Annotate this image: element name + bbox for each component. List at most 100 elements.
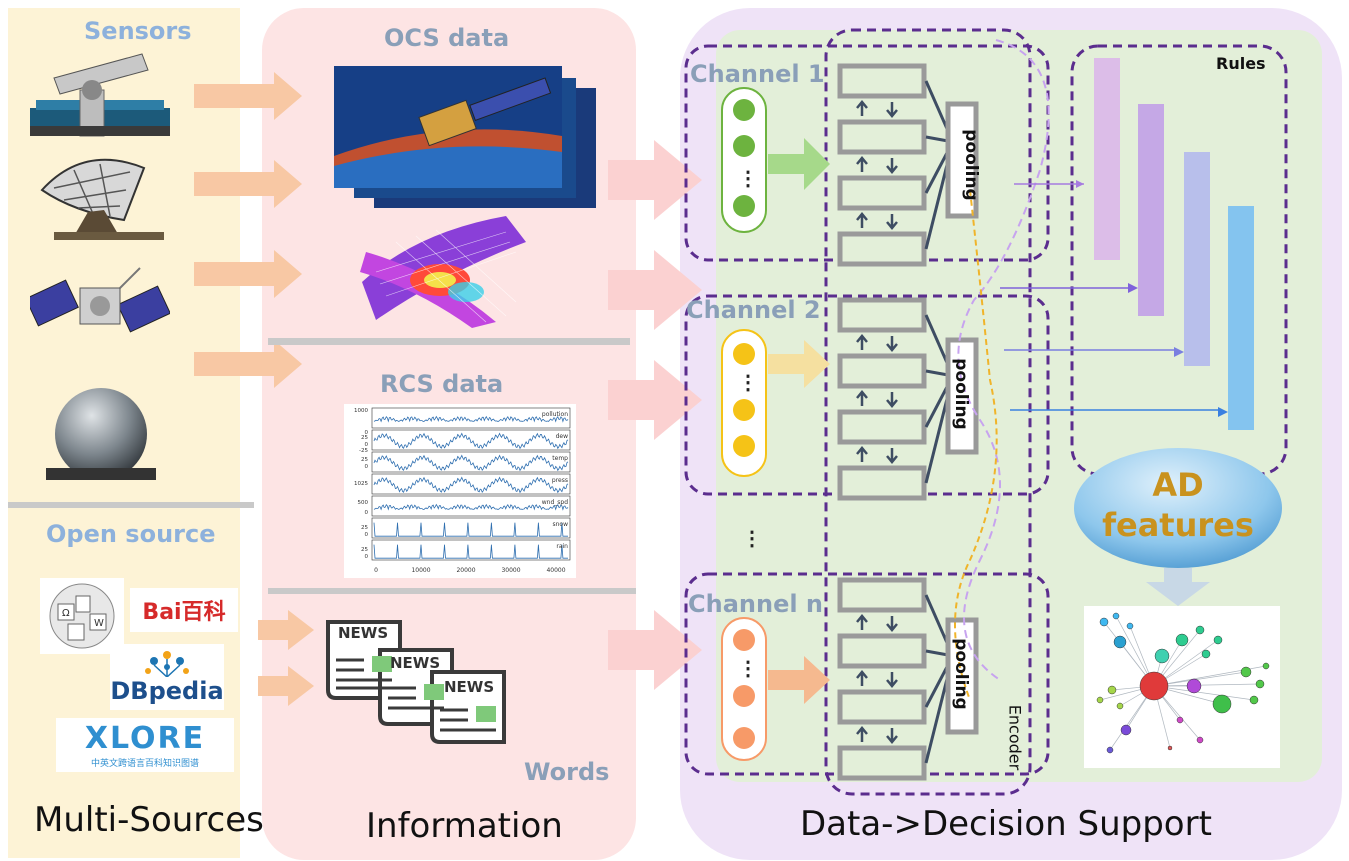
rules-box (1070, 44, 1288, 476)
graph-node (1175, 633, 1189, 647)
svg-text:Ω: Ω (62, 608, 70, 619)
rcs-ytick: 1000 (354, 408, 368, 414)
encoder-block (837, 465, 927, 501)
graph-edge (1153, 685, 1255, 701)
encoder-up-arrow (856, 726, 868, 742)
rcs-ytick: -25 (359, 448, 368, 454)
encoder-block (837, 175, 927, 211)
graph-node (1255, 679, 1265, 689)
ad-features-ellipse (1074, 448, 1282, 568)
rcs-series-pollution (373, 415, 569, 423)
encoder-block (837, 63, 927, 99)
rcs-xtick: 0 (374, 567, 378, 574)
encoder-link (924, 674, 950, 764)
rcs-series-temp (373, 454, 569, 472)
encoder-block (837, 633, 927, 669)
rule-bar-3 (1184, 152, 1210, 366)
graph-node (1096, 696, 1104, 704)
encoder-block (837, 745, 927, 781)
xlore-subtitle: 中英文跨语言百科知识图谱 (90, 759, 199, 769)
rcs-series-label-snow: snow (552, 521, 568, 528)
information-title: Information (366, 806, 563, 846)
graph-node (1120, 724, 1132, 736)
graph-node (1112, 612, 1120, 620)
pooling-label-2: pooling (951, 358, 971, 430)
info-divider-1 (268, 338, 630, 345)
rcs-panel-rain (371, 539, 571, 561)
encoder-box (824, 28, 1032, 796)
encoder-down-arrow (886, 448, 898, 464)
pooling-label-1: pooling (961, 129, 981, 201)
sensor-radar-dish-icon (40, 158, 164, 240)
rcs-ytick: 25 (361, 435, 368, 441)
news-paper-3 (430, 670, 506, 744)
channel-1-box (684, 44, 1050, 262)
rcs-series-label-pollution: pollution (542, 411, 568, 418)
graph-node (1107, 685, 1117, 695)
graph-edge (1153, 671, 1247, 687)
encoder-up-arrow (856, 614, 868, 630)
open-source-label: Open source (46, 520, 216, 548)
dbpedia-logo: DBpedia (110, 644, 224, 710)
rcs-ytick: 0 (365, 464, 369, 470)
sensor-arrows (194, 72, 302, 388)
rcs-panel-press (371, 473, 571, 495)
encoder-block (837, 409, 927, 445)
encoder-link (925, 369, 949, 377)
baidu-baike-logo: Bai百科 (130, 588, 238, 632)
encoder-link (924, 384, 950, 428)
graph-node (1113, 635, 1127, 649)
multi-sources-title: Multi-Sources (34, 800, 264, 840)
channel-n-box (684, 572, 1050, 776)
rcs-series-snow (373, 522, 568, 537)
graph-edge (1153, 683, 1261, 687)
rcs-panel-pollution (371, 407, 571, 429)
decision-support-title: Data->Decision Support (800, 804, 1212, 844)
rcs-series-press (373, 476, 569, 494)
rcs-timeseries-plot: pollutiondewtemppresswnd_spdsnowrain1000… (344, 404, 576, 578)
xlore-text: XLORE (84, 721, 206, 756)
encoder-up-arrow (856, 212, 868, 228)
info-divider-2 (268, 588, 636, 594)
news-label-1: NEWS (338, 624, 389, 642)
graph-node (1154, 648, 1170, 664)
channel-n-dots: ⋮ (738, 658, 758, 680)
ad-features-line2: features (1102, 506, 1254, 544)
graph-node (1196, 736, 1204, 744)
rcs-ytick: 25 (361, 547, 368, 553)
encoder-down-arrow (886, 158, 898, 174)
encoder-up-arrow (856, 446, 868, 462)
graph-node (1240, 666, 1252, 678)
graph-node (1262, 662, 1270, 670)
wikipedia-logo: Ω W (40, 578, 124, 654)
encoder-link (924, 80, 950, 132)
graph-node (1116, 702, 1124, 710)
ocs-satellite-image (334, 66, 596, 208)
graph-node (1167, 745, 1173, 751)
encoder-block (837, 577, 927, 613)
channel-2-box (684, 294, 1050, 496)
sensor-telescope-icon (30, 53, 170, 137)
rcs-ytick: 0 (365, 532, 369, 538)
rcs-series-label-rain: rain (556, 543, 568, 550)
graph-node (1176, 716, 1184, 724)
rcs-ytick: 25 (361, 525, 368, 531)
encoder-down-arrow (886, 728, 898, 744)
ad-features-line1: AD (1152, 466, 1204, 504)
rcs-xtick: 30000 (501, 567, 520, 574)
graph-node (1249, 695, 1259, 705)
encoder-link (924, 594, 950, 646)
rcs-ytick: 25 (361, 457, 368, 463)
rcs-series-wnd_spd (373, 503, 569, 511)
news-label-2: NEWS (390, 654, 441, 672)
encoder-up-arrow (856, 100, 868, 116)
rule-bar-2 (1138, 104, 1164, 316)
pooling-bar-1 (945, 101, 979, 219)
graph-node (1106, 746, 1114, 754)
baidu-text: Bai百科 (142, 600, 226, 625)
ocs-data-label: OCS data (384, 24, 510, 52)
rcs-series-label-temp: temp (552, 455, 568, 462)
encoder-link (924, 664, 950, 708)
graph-node (1213, 635, 1223, 645)
news-label-3: NEWS (444, 678, 495, 696)
